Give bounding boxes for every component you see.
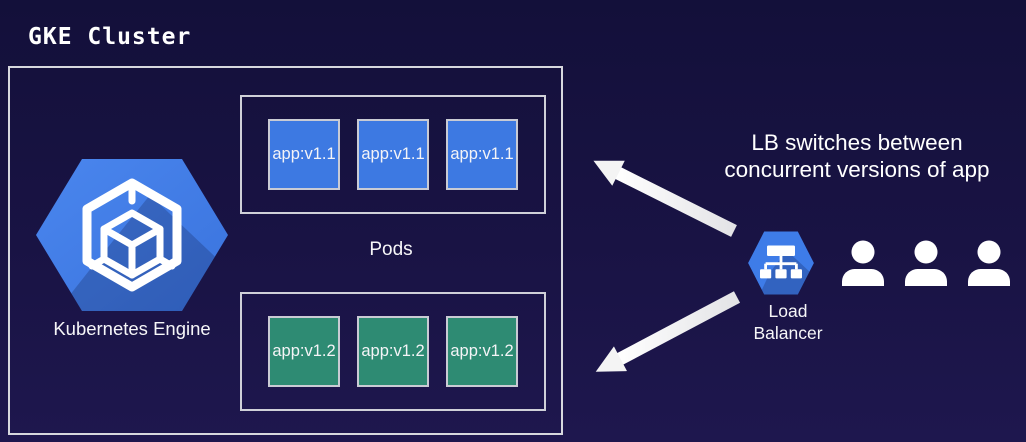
person-icon (842, 240, 884, 286)
load-balancer-label-line-2: Balancer (753, 323, 823, 343)
pod-app-v1-1: app:v1.1 (268, 119, 340, 190)
arrow-to-v12-pods (595, 291, 741, 372)
pods-group-v1-2: app:v1.2 app:v1.2 app:v1.2 (240, 292, 546, 411)
pod-app-v1-2: app:v1.2 (357, 316, 429, 387)
kubernetes-engine-icon (36, 159, 228, 311)
load-balancer-label: Load Balancer (733, 300, 843, 344)
pod-app-v1-1: app:v1.1 (446, 119, 518, 190)
pod-app-v1-1: app:v1.1 (357, 119, 429, 190)
load-balancer-icon (748, 231, 814, 295)
diagram-title: GKE Cluster (28, 24, 192, 50)
pods-group-v1-1: app:v1.1 app:v1.1 app:v1.1 (240, 95, 546, 214)
person-icon (968, 240, 1010, 286)
pods-label: Pods (369, 239, 413, 260)
annotation-text: LB switches between concurrent versions … (690, 129, 1024, 183)
person-icon (905, 240, 947, 286)
kubernetes-engine-label: Kubernetes Engine (53, 318, 211, 339)
pod-app-v1-2: app:v1.2 (268, 316, 340, 387)
annotation-line-2: concurrent versions of app (724, 157, 990, 182)
users-group (838, 238, 1014, 288)
load-balancer-label-line-1: Load (768, 301, 808, 321)
annotation-line-1: LB switches between (751, 130, 963, 155)
gke-cluster-box: Kubernetes Engine app:v1.1 app:v1.1 app:… (8, 66, 563, 435)
pod-app-v1-2: app:v1.2 (446, 316, 518, 387)
